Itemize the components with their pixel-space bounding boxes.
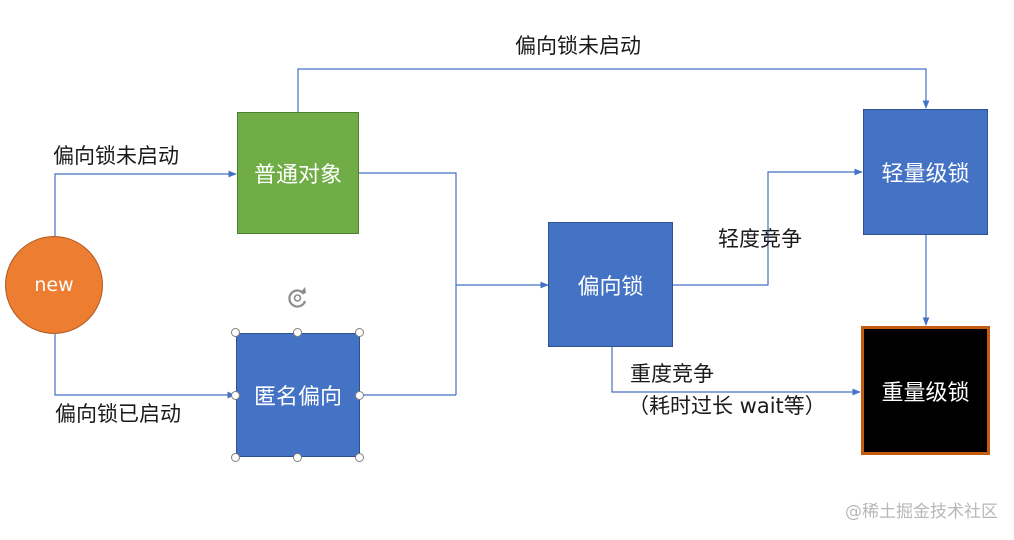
- heavyweight-lock-label: 重量级锁: [881, 380, 970, 406]
- edge-normal-to-lightweight: [297, 68, 930, 112]
- normal-object-label: 普通对象: [253, 163, 342, 188]
- edge-new-to-anonymous: [54, 334, 236, 399]
- resize-handle-top-right[interactable]: [355, 328, 364, 337]
- edge-biased-to-heavyweight: [611, 347, 861, 396]
- resize-handle-middle-left[interactable]: [231, 391, 240, 400]
- label-bias-disabled-left: 偏向锁未启动: [53, 144, 179, 168]
- anonymous-biased-label: 匿名偏向: [253, 385, 342, 410]
- resize-handle-bottom-center[interactable]: [293, 453, 302, 462]
- rotate-handle-icon[interactable]: [285, 285, 311, 311]
- biased-lock-label: 偏向锁: [577, 274, 644, 300]
- lightweight-lock-node: 轻量级锁: [863, 109, 988, 235]
- resize-handle-bottom-right[interactable]: [355, 453, 364, 462]
- heavyweight-lock-node: 重量级锁: [861, 326, 990, 455]
- label-bias-disabled-top: 偏向锁未启动: [515, 34, 641, 58]
- normal-object-node: 普通对象: [237, 112, 359, 234]
- lightweight-lock-label: 轻量级锁: [881, 162, 970, 187]
- resize-handle-top-left[interactable]: [231, 328, 240, 337]
- label-light-contention: 轻度竞争: [718, 227, 802, 251]
- resize-handle-bottom-left[interactable]: [231, 453, 240, 462]
- start-node-label: new: [34, 274, 74, 296]
- start-node-new: new: [5, 236, 103, 334]
- edge-new-to-normal: [54, 170, 237, 236]
- biased-lock-node: 偏向锁: [548, 222, 673, 347]
- resize-handle-top-center[interactable]: [293, 328, 302, 337]
- label-heavy-contention-detail: （耗时过长 wait等）: [628, 394, 826, 418]
- edge-normal-to-merge: [359, 172, 457, 395]
- label-bias-enabled: 偏向锁已启动: [55, 402, 181, 426]
- edge-biased-to-lightweight: [673, 168, 863, 286]
- label-heavy-contention: 重度竞争: [630, 362, 714, 386]
- watermark: @稀土掘金技术社区: [845, 502, 998, 522]
- anonymous-biased-node: 匿名偏向: [236, 333, 360, 457]
- resize-handle-middle-right[interactable]: [355, 391, 364, 400]
